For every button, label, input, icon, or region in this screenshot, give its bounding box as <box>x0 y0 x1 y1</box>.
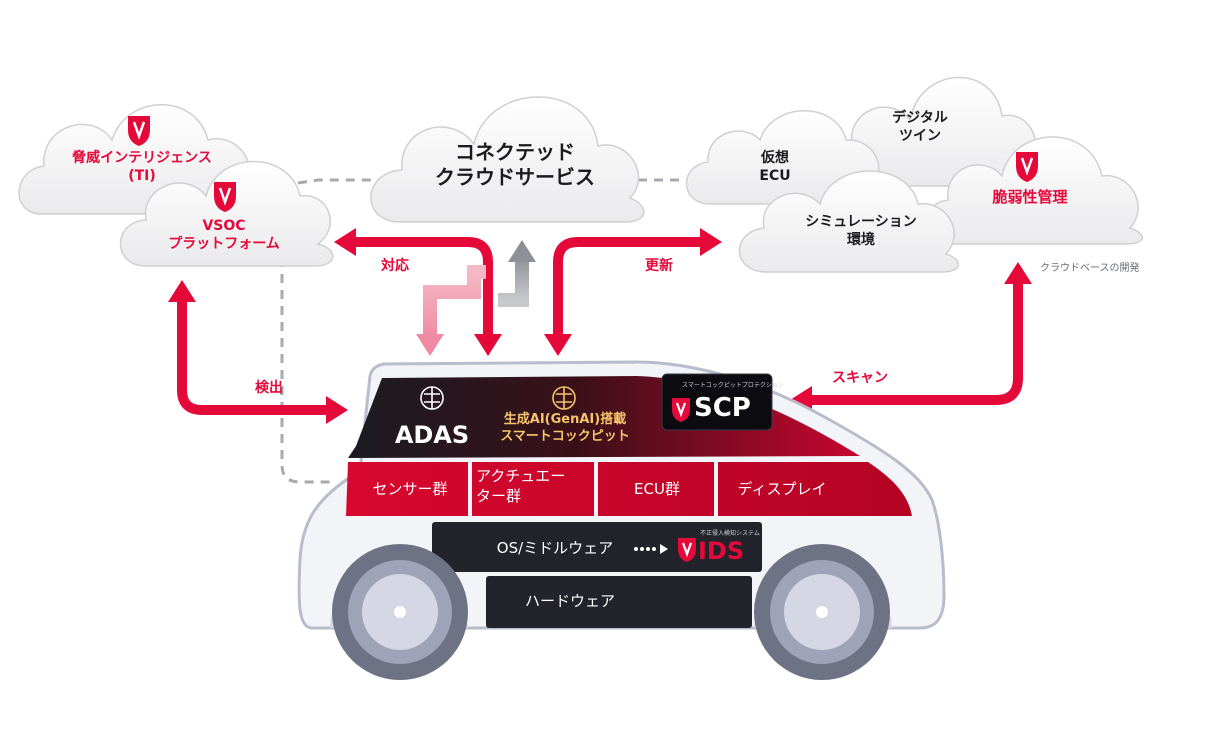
cloud-label-threat-intel: 脅威インテリジェンス (TI) <box>72 150 212 184</box>
rear-wheel <box>754 544 890 680</box>
dotted-arrow-icon <box>634 544 668 554</box>
brain-icon-genai <box>552 386 576 410</box>
ids-label: IDS <box>698 537 745 565</box>
arrow-detect <box>177 300 330 415</box>
arrowhead-respond-down <box>474 334 502 356</box>
adas-label: ADAS <box>394 421 470 449</box>
arrowhead-detect-up <box>168 280 196 302</box>
ids-caption: 不正侵入検知システム <box>700 530 760 537</box>
shield-icon <box>214 182 236 212</box>
arrow-label-respond: 対応 <box>381 258 409 274</box>
cloud-connected <box>370 96 645 223</box>
arrowhead-scan-up <box>1004 262 1032 284</box>
dashed-line-ti-to-connected <box>297 178 385 185</box>
arrowhead-respond-left <box>334 228 356 256</box>
arrow-label-update: 更新 <box>645 258 673 274</box>
arrow-label-scan: スキャン <box>832 370 888 386</box>
os-band <box>432 522 762 572</box>
module-ecu: ECU群 <box>634 480 680 498</box>
front-wheel <box>332 544 468 680</box>
brain-icon <box>420 386 444 410</box>
cloud-vuln-mgmt <box>925 136 1143 245</box>
cloud-label-simulation: シミュレーション 環境 <box>805 214 917 248</box>
shield-icon <box>672 398 690 422</box>
cloud-label-virtual-ecu: 仮想 ECU <box>759 150 791 184</box>
red-arrowheads <box>168 228 1032 424</box>
cloud-label-connected: コネクテッド クラウドサービス <box>435 140 595 189</box>
arrowhead-update-right <box>700 228 722 256</box>
arrow-scan <box>808 282 1023 405</box>
pink-stepped-arrow <box>416 265 486 356</box>
cloud-dev-caption: クラウドベースの開発 <box>1040 263 1140 274</box>
scp-badge <box>661 373 773 431</box>
shield-icon <box>1016 152 1038 182</box>
grey-stepped-arrow <box>498 240 536 307</box>
cloud-vsoc <box>119 160 334 267</box>
hardware-label: ハードウェア <box>524 592 615 610</box>
shield-icon <box>678 538 696 562</box>
genai-cockpit-label: 生成AI(GenAI)搭載 スマートコックピット <box>500 412 630 444</box>
cloud-label-digital-twin: デジタル ツイン <box>892 110 948 144</box>
arrowhead-detect-right <box>326 396 348 424</box>
hardware-band <box>486 576 752 628</box>
cloud-simulation <box>738 170 959 273</box>
arrow-label-detect: 検出 <box>255 380 283 396</box>
dashed-line-vsoc-to-car <box>280 258 330 484</box>
scp-caption: スマートコックピットプロテクション <box>682 382 784 389</box>
scp-label: SCP <box>694 393 751 423</box>
os-middleware-label: OS/ミドルウェア <box>496 539 614 557</box>
module-actuators: アクチュエー ター群 <box>476 467 566 506</box>
cloud-label-vsoc: VSOC プラットフォーム <box>168 218 280 252</box>
arrow-respond <box>352 237 493 338</box>
car <box>297 360 946 680</box>
arrowhead-update-down <box>544 334 572 356</box>
red-arrows <box>177 237 1023 415</box>
cloud-label-vuln-mgmt: 脆弱性管理 <box>992 188 1068 206</box>
module-sensors: センサー群 <box>372 480 448 498</box>
arrow-update <box>553 237 704 338</box>
module-band <box>346 462 912 516</box>
shield-icon <box>128 116 150 146</box>
module-display: ディスプレイ <box>737 480 827 498</box>
